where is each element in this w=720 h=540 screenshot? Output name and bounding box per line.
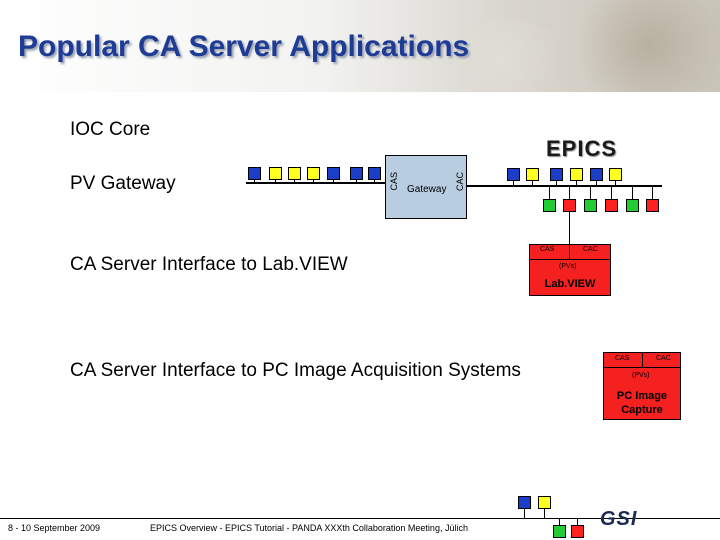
node-connector bbox=[356, 180, 357, 183]
network-node-blue bbox=[350, 167, 363, 180]
pc-cas-label: CAS bbox=[615, 355, 630, 362]
node-connector bbox=[294, 180, 295, 183]
node-connector bbox=[559, 519, 560, 525]
network-node-yellow bbox=[269, 167, 282, 180]
node-connector bbox=[532, 181, 533, 185]
network-node-green bbox=[553, 525, 566, 538]
labview-divider bbox=[569, 244, 570, 259]
network-node-blue bbox=[248, 167, 261, 180]
gateway-cas-label: CAS bbox=[389, 172, 399, 191]
labview-cas-label: CAS bbox=[540, 246, 555, 253]
gateway-cac-label: CAC bbox=[455, 172, 465, 192]
node-connector bbox=[596, 181, 597, 185]
bullet-pc-image: CA Server Interface to PC Image Acquisit… bbox=[70, 360, 521, 381]
network-node-blue bbox=[550, 168, 563, 181]
banner-decoration bbox=[420, 20, 580, 92]
network-node-blue bbox=[518, 496, 531, 509]
node-connector bbox=[569, 187, 570, 199]
labview-divider bbox=[529, 259, 611, 260]
node-connector bbox=[652, 187, 653, 199]
labview-box bbox=[529, 244, 611, 296]
footer-date: 8 - 10 September 2009 bbox=[8, 523, 101, 533]
network-bus-left bbox=[246, 182, 385, 184]
pc-image-box bbox=[603, 352, 681, 420]
network-node-yellow bbox=[526, 168, 539, 181]
pc-pvs-label: (PVs) bbox=[632, 372, 650, 379]
pc-cac-label: CAC bbox=[656, 355, 671, 362]
network-node-green bbox=[626, 199, 639, 212]
footer-text: EPICS Overview - EPICS Tutorial - PANDA … bbox=[150, 523, 468, 533]
slide-title: Popular CA Server Applications bbox=[18, 30, 470, 63]
network-node-yellow bbox=[538, 496, 551, 509]
node-connector bbox=[576, 181, 577, 185]
labview-title: Lab.VIEW bbox=[544, 278, 596, 290]
bullet-ioc-core: IOC Core bbox=[70, 119, 151, 140]
node-connector bbox=[590, 187, 591, 199]
epics-label: EPICS bbox=[546, 136, 618, 161]
pc-image-title-line1: PC Image bbox=[616, 390, 668, 402]
labview-pvs-label: (PVs) bbox=[559, 263, 577, 270]
bullet-pv-gateway: PV Gateway bbox=[70, 173, 176, 194]
network-node-green bbox=[584, 199, 597, 212]
network-node-blue bbox=[327, 167, 340, 180]
gsi-logo: GSI bbox=[600, 508, 638, 530]
network-node-yellow bbox=[609, 168, 622, 181]
footer-rule bbox=[0, 518, 720, 519]
node-connector bbox=[374, 180, 375, 183]
node-connector bbox=[615, 181, 616, 185]
network-node-green bbox=[543, 199, 556, 212]
network-node-yellow bbox=[307, 167, 320, 180]
network-node-red bbox=[563, 199, 576, 212]
network-node-red bbox=[571, 525, 584, 538]
node-connector bbox=[513, 181, 514, 185]
network-node-blue bbox=[507, 168, 520, 181]
node-connector bbox=[632, 187, 633, 199]
node-connector bbox=[611, 187, 612, 199]
pc-image-divider bbox=[603, 367, 681, 368]
gateway-label: Gateway bbox=[407, 184, 447, 195]
network-node-red bbox=[646, 199, 659, 212]
pc-image-divider bbox=[642, 352, 643, 367]
network-node-yellow bbox=[288, 167, 301, 180]
network-node-blue bbox=[590, 168, 603, 181]
node-connector bbox=[275, 180, 276, 183]
node-connector bbox=[333, 180, 334, 183]
pc-image-title-line2: Capture bbox=[621, 404, 663, 416]
network-node-red bbox=[605, 199, 618, 212]
banner-decoration bbox=[560, 0, 720, 92]
title-banner bbox=[0, 0, 720, 92]
node-connector bbox=[549, 187, 550, 199]
bullet-labview: CA Server Interface to Lab.VIEW bbox=[70, 254, 348, 275]
labview-connector bbox=[569, 212, 570, 244]
node-connector bbox=[313, 180, 314, 183]
node-connector bbox=[577, 519, 578, 525]
network-bus-right bbox=[467, 185, 662, 187]
network-node-blue bbox=[368, 167, 381, 180]
node-connector bbox=[556, 181, 557, 185]
node-connector bbox=[544, 509, 545, 518]
node-connector bbox=[524, 509, 525, 518]
node-connector bbox=[254, 180, 255, 183]
gateway-box bbox=[385, 155, 467, 219]
network-node-yellow bbox=[570, 168, 583, 181]
labview-cac-label: CAC bbox=[583, 246, 598, 253]
